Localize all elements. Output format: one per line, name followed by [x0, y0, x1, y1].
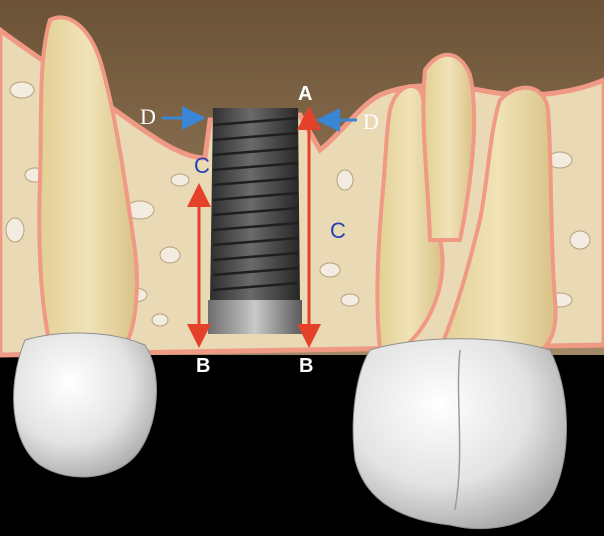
label-a: A	[298, 83, 312, 105]
implant-collar	[208, 300, 302, 334]
label-b-left: B	[196, 355, 210, 377]
dental-implant	[208, 108, 302, 334]
label-c-right: C	[330, 218, 346, 243]
left-tooth-crown	[14, 333, 157, 477]
right-tooth-root-center	[423, 55, 474, 240]
label-b-right: B	[299, 355, 313, 377]
label-c-left: C	[194, 153, 210, 178]
label-d-right: D	[363, 109, 379, 134]
label-d-left: D	[140, 104, 156, 129]
